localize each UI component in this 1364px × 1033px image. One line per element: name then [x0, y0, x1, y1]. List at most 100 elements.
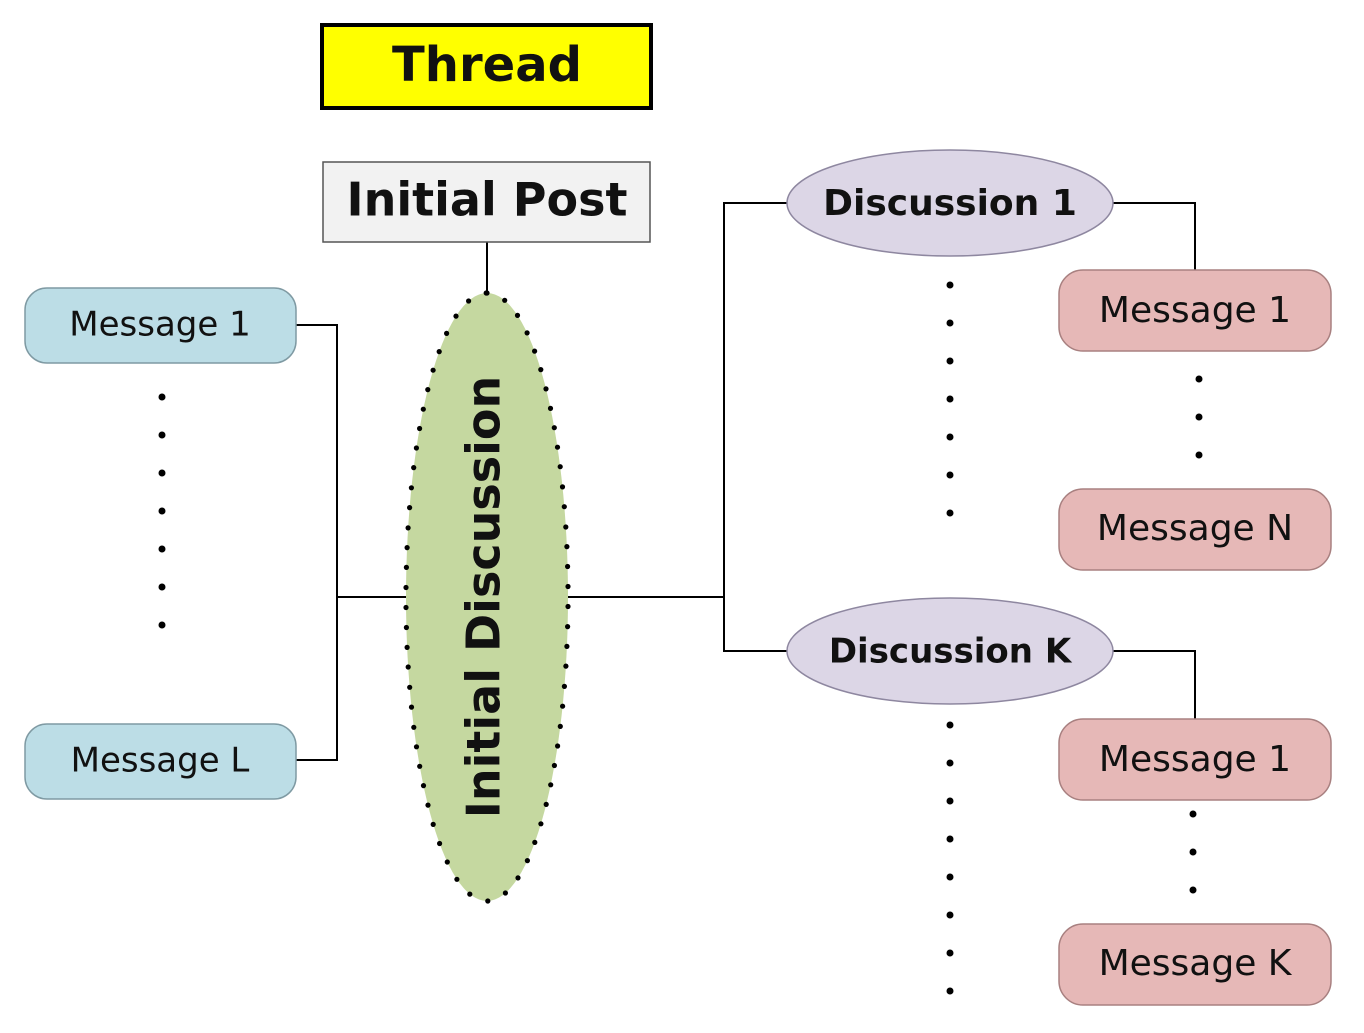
discussions-lower-ellipsis-dot	[946, 759, 954, 767]
initial-discussion-border-dot	[436, 349, 442, 355]
initial-discussion-border-dot	[565, 563, 571, 570]
initial-discussion-border-dot	[551, 762, 558, 769]
initial-discussion-border-dot	[483, 290, 489, 296]
initial-discussion-shape	[406, 293, 568, 901]
initial-discussion-border-dot	[417, 425, 423, 432]
initial-discussion-border-dot	[532, 839, 538, 846]
initial-discussion-border-dot	[411, 465, 417, 471]
initial-discussion-border-dot	[532, 348, 538, 354]
initial-discussion-border-dot	[565, 583, 571, 590]
initial-discussion-border-dot	[405, 664, 411, 670]
left-messages-ellipsis	[158, 393, 166, 629]
discussion-k-message-k: Message K	[1058, 923, 1332, 1006]
initial-discussion-border-dot	[408, 704, 415, 710]
initial-discussion-border-dot	[425, 387, 431, 393]
discussion-1-node: Discussion 1	[786, 149, 1114, 257]
discussion-1-connector	[1113, 202, 1196, 270]
initial-discussion-border-dot	[425, 802, 431, 808]
discussions-upper-ellipsis-dot	[946, 433, 954, 441]
connectors	[296, 202, 1196, 761]
initial-discussion-border-dot	[561, 504, 567, 510]
discussion-k-node: Discussion K	[786, 597, 1114, 705]
initial-discussion-border-dot	[564, 544, 570, 550]
initial-discussion-border-dot	[403, 584, 409, 591]
initial-discussion-border-dot	[413, 744, 420, 750]
initial-discussion-border-dot	[555, 743, 561, 749]
initial-discussion-border-dot	[411, 724, 417, 730]
discussion-1-messages-ellipsis	[1195, 375, 1203, 459]
initial-discussion-border-dot	[565, 624, 571, 630]
initial-post-shape	[322, 161, 651, 243]
discussion-k-shape	[786, 597, 1114, 705]
thread-box-shape	[320, 23, 653, 110]
initial-discussion-border-dot	[547, 405, 554, 411]
left-ellipsis-dot	[158, 393, 166, 401]
discussions-upper-ellipsis-dot	[946, 509, 954, 517]
initial-discussion-border-dot	[403, 604, 409, 611]
initial-discussion-border-dot	[564, 643, 570, 650]
discussions-upper-ellipsis-dot	[946, 319, 954, 327]
initial-discussion-border-dot	[485, 898, 491, 904]
left-message-1: Message 1	[24, 287, 297, 364]
initial-discussion-border-dot	[524, 330, 530, 336]
discussion-k-message-1-shape	[1058, 718, 1332, 801]
left-message-l: Message L	[24, 723, 297, 800]
left-ellipsis-dot	[158, 545, 166, 553]
initial-discussion-dotted-border	[403, 290, 571, 904]
left-messages-bracket	[296, 324, 338, 761]
discussions-lower-ellipsis-dot	[946, 835, 954, 843]
initial-discussion-border-dot	[502, 890, 508, 896]
discussions-lower-ellipsis-dot	[946, 873, 954, 881]
initial-discussion-border-dot	[563, 663, 569, 669]
initial-discussion-border-dot	[444, 859, 450, 865]
initial-discussion-border-dot	[548, 782, 554, 788]
discussion-k-messages-ellipsis-dot	[1189, 886, 1197, 894]
discussions-upper-ellipsis-dot	[946, 281, 954, 289]
discussion-k-messages-ellipsis-dot	[1189, 848, 1197, 856]
initial-post-box: Initial Post	[322, 161, 651, 243]
initial-discussion-border-dot	[417, 763, 423, 769]
discussions-lower-ellipsis-dot	[946, 797, 954, 805]
discussions-ellipsis-lower	[946, 721, 954, 995]
discussion-1-message-1-shape	[1058, 269, 1332, 352]
discussions-upper-ellipsis-dot	[946, 471, 954, 479]
discussion-k-messages-ellipsis	[1189, 810, 1197, 894]
initial-discussion-border-dot	[559, 484, 566, 490]
initial-discussion-border-dot	[514, 312, 521, 318]
initial-discussion-border-dot	[403, 624, 409, 631]
initial-discussion-border-dot	[403, 564, 409, 571]
initial-discussion-border-dot	[444, 330, 450, 336]
left-ellipsis-dot	[158, 621, 166, 629]
discussion-1-messages-ellipsis-dot	[1195, 375, 1203, 383]
left-ellipsis-dot	[158, 583, 166, 591]
initial-discussion-border-dot	[563, 524, 569, 530]
thread-label: Thread	[392, 37, 582, 93]
discussions-lower-ellipsis-dot	[946, 721, 954, 729]
left-message-l-label: Message L	[71, 741, 250, 781]
initial-discussion-border-dot	[543, 801, 549, 808]
discussion-1-message-n-shape	[1058, 488, 1332, 571]
initial-discussion-border-dot	[453, 313, 459, 319]
discussion-k-message-k-shape	[1058, 923, 1332, 1006]
initial-discussion-border-dot	[538, 367, 544, 373]
initial-discussion-node: Initial Discussion	[403, 290, 571, 904]
initial-discussion-border-dot	[407, 684, 413, 690]
initial-discussion-border-dot	[557, 723, 563, 730]
left-ellipsis-dot	[158, 431, 166, 439]
initial-discussion-border-dot	[420, 783, 427, 789]
initial-discussion-border-dot	[554, 444, 561, 450]
discussions-ellipsis-upper	[946, 281, 954, 517]
initial-discussion-border-dot	[561, 683, 568, 690]
initial-discussion-border-dot	[430, 821, 436, 828]
initial-discussion-border-dot	[404, 545, 410, 551]
initial-discussion-border-dot	[565, 603, 571, 610]
initial-discussion-border-dot	[405, 525, 411, 531]
left-ellipsis-dot	[158, 507, 166, 515]
initial-discussion-border-dot	[502, 297, 508, 303]
initial-post-label: Initial Post	[347, 173, 628, 227]
discussions-bracket	[723, 202, 787, 652]
initial-discussion-border-dot	[538, 821, 544, 827]
left-ellipsis-dot	[158, 469, 166, 477]
initial-discussion-border-dot	[466, 298, 472, 304]
left-message-1-label: Message 1	[69, 305, 250, 345]
